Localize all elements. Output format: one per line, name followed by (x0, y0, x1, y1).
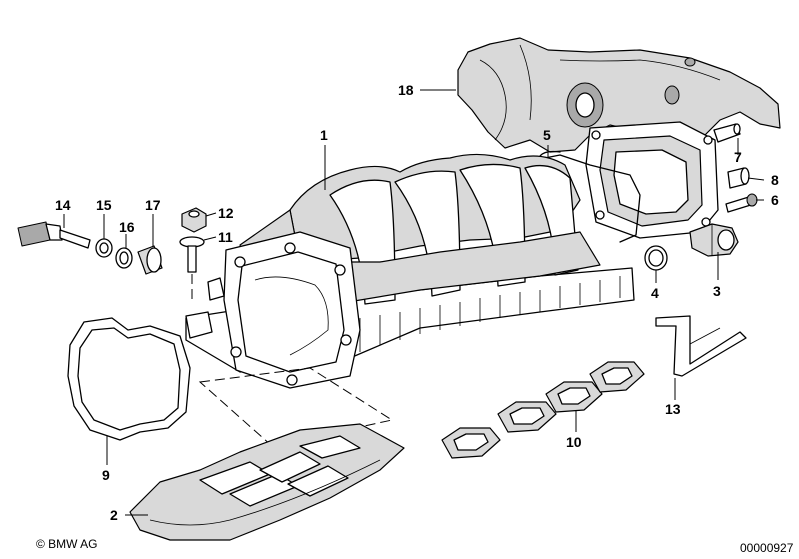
part-9-gasket (67, 317, 191, 441)
part-6-bolt (725, 193, 758, 213)
part-1-intake-manifold (185, 153, 635, 389)
callout-12: 12 (218, 205, 234, 221)
callout-10: 10 (566, 434, 582, 450)
callout-9: 9 (102, 467, 110, 483)
part-3-fitting (689, 223, 739, 257)
part-13-bracket (655, 315, 747, 377)
callout-labels: 1 2 3 4 5 6 7 8 9 10 11 12 13 14 15 16 1… (55, 82, 779, 523)
callout-8: 8 (771, 172, 779, 188)
part-17-sleeve (137, 245, 163, 275)
callout-15: 15 (96, 197, 112, 213)
copyright-text: © BMW AG (36, 537, 98, 551)
callout-16: 16 (119, 219, 135, 235)
callout-18: 18 (398, 82, 414, 98)
part-15-washer (95, 238, 113, 258)
callout-5: 5 (543, 127, 551, 143)
part-4-o-ring (644, 245, 668, 271)
footer: © BMW AG 00000927 (36, 537, 794, 555)
callout-14: 14 (55, 197, 71, 213)
callout-17: 17 (145, 197, 161, 213)
part-10-port-gaskets (441, 361, 645, 459)
part-16-washer (115, 247, 133, 269)
callout-11: 11 (218, 229, 233, 245)
part-5-flange-gasket (534, 121, 719, 243)
part-2-lower-cover (129, 367, 405, 541)
part-18-cover-shield (457, 37, 781, 153)
callout-13: 13 (665, 401, 681, 417)
part-11-stud (179, 236, 205, 300)
leader-lines (63, 89, 765, 516)
part-12-nut (181, 207, 207, 233)
callout-3: 3 (713, 283, 721, 299)
callout-2: 2 (110, 507, 118, 523)
part-8-plug (727, 167, 750, 189)
part-14-sensor (17, 221, 91, 249)
callout-1: 1 (320, 127, 328, 143)
diagram-number: 00000927 (740, 541, 794, 555)
callout-4: 4 (651, 285, 659, 301)
part-7-sleeve (713, 123, 741, 143)
callout-7: 7 (734, 149, 742, 165)
callout-6: 6 (771, 192, 779, 208)
